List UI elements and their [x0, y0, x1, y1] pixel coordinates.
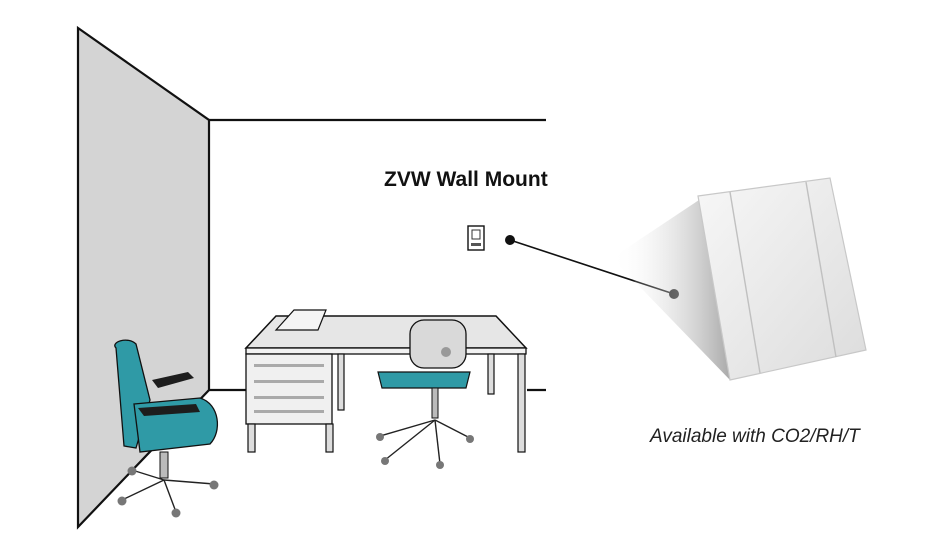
desk-leg: [487, 353, 495, 395]
availability-caption: Available with CO2/RH/T: [649, 426, 861, 447]
desk-front-edge: [245, 347, 527, 355]
product-title: ZVW Wall Mount: [384, 168, 548, 191]
panel-shadow: [612, 198, 730, 380]
task-chair-back: [409, 319, 467, 369]
armchair-armrest: [138, 404, 200, 416]
dot-icon: [505, 235, 515, 245]
task-chair: [376, 319, 474, 469]
room: [76, 25, 546, 530]
panel-groove-left: [729, 191, 761, 374]
product-panel: [612, 177, 867, 381]
armchair: [114, 339, 219, 518]
paper-tray: [274, 309, 327, 331]
panel-groove-right: [805, 181, 837, 358]
desk-leg: [517, 353, 526, 453]
task-chair-seat: [377, 371, 471, 389]
armchair-armrest-back: [152, 372, 194, 388]
desk-leg: [337, 353, 345, 411]
panel-face: [697, 177, 867, 381]
desk-leg: [325, 423, 334, 453]
thermostat-icon: [467, 225, 485, 251]
desk-leg: [247, 423, 256, 453]
